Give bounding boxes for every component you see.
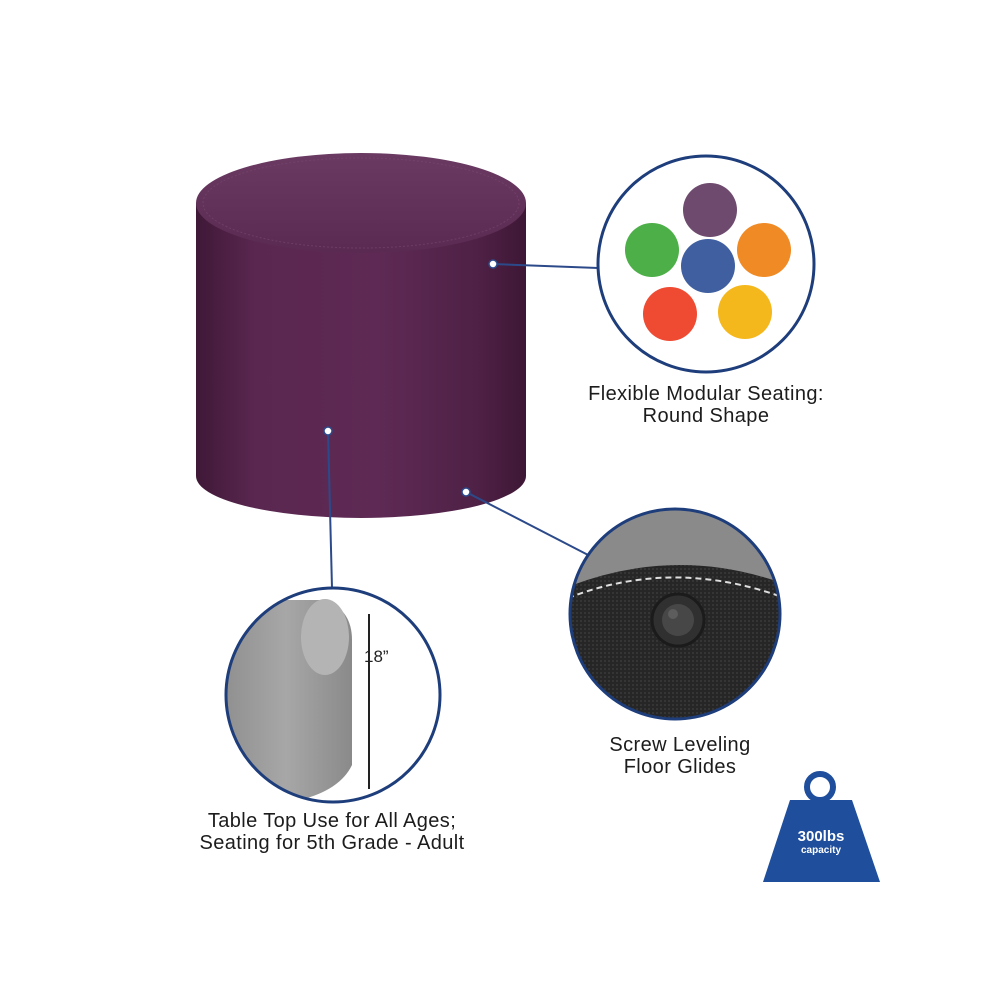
floor-glides-line1: Screw Leveling xyxy=(609,734,751,756)
weight-icon xyxy=(763,771,880,882)
modular-seating-line2: Round Shape xyxy=(642,405,770,427)
modular-seating-line1: Flexible Modular Seating: xyxy=(588,383,824,405)
swatch-red xyxy=(643,287,697,341)
leader-dots xyxy=(323,259,498,497)
capacity-unit: capacity xyxy=(800,845,842,856)
height-detail-circle xyxy=(224,586,442,804)
table-top-line1: Table Top Use for All Ages; xyxy=(207,810,457,832)
color-options-circle xyxy=(596,154,816,374)
modular-seating-caption: Flexible Modular Seating: Round Shape xyxy=(560,383,852,427)
floor-glide-circle xyxy=(568,507,782,721)
floor-glides-line2: Floor Glides xyxy=(623,756,737,778)
swatch-purple xyxy=(683,183,737,237)
swatch-yellow xyxy=(718,285,772,339)
table-top-caption: Table Top Use for All Ages; Seating for … xyxy=(172,810,492,854)
swatch-green xyxy=(625,223,679,277)
leader-lines xyxy=(327,263,599,589)
floor-glides-caption: Screw Leveling Floor Glides xyxy=(575,734,785,778)
swatch-orange xyxy=(737,223,791,277)
capacity-value: 300lbs xyxy=(797,828,845,845)
purple-ottoman xyxy=(196,153,526,518)
table-top-line2: Seating for 5th Grade - Adult xyxy=(199,832,465,854)
swatch-blue xyxy=(681,239,735,293)
color-swatches xyxy=(625,183,791,341)
height-dimension-label: 18” xyxy=(364,647,389,666)
